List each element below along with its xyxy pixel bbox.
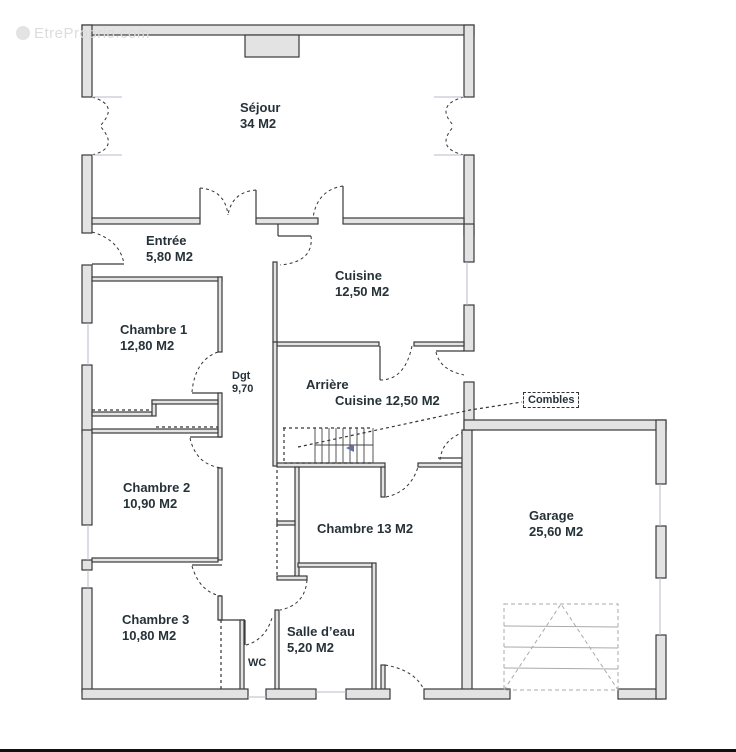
chambre3-walls (81, 565, 273, 700)
room-label-wc: WC (248, 657, 267, 669)
room-label-arriere-cuisine: Arrière (306, 377, 349, 392)
room-label-cuisine: Cuisine 12,50 M2 (335, 268, 390, 299)
combles-annotation: Combles (523, 392, 580, 408)
bottom-border (0, 749, 736, 752)
room-label-salle-eau: Salle d’eau 5,20 M2 (287, 624, 355, 655)
room-label-arriere-cuisine-2: Cuisine 12,50 M2 (335, 393, 440, 408)
room-label-chambre1: Chambre 1 12,80 M2 (120, 322, 188, 353)
room-label-garage: Garage 25,60 M2 (529, 508, 584, 539)
stair-arrow-icon (346, 444, 354, 452)
garage-walls (463, 419, 667, 700)
chambre2-walls (91, 428, 223, 566)
staircase (314, 428, 374, 463)
room-label-sejour: Séjour 34 M2 (240, 100, 281, 131)
chambre1-walls (91, 276, 223, 438)
sejour-openings (91, 96, 465, 266)
sejour-walls (81, 24, 475, 237)
garage-door (503, 603, 619, 691)
room-label-dgt: Dgt 9,70 (232, 370, 254, 395)
watermark: EtreProprio.com (16, 25, 150, 42)
room-label-chambre13: Chambre 13 M2 (317, 521, 414, 536)
entree-walls (81, 231, 125, 693)
room-label-entree: Entrée 5,80 M2 (146, 233, 193, 264)
fireplace (244, 34, 300, 58)
room-label-chambre2: Chambre 2 10,90 M2 (123, 480, 191, 511)
logo-circle-icon (16, 26, 30, 40)
room-label-chambre3: Chambre 3 10,80 M2 (122, 612, 190, 643)
cuisine-walls (272, 223, 475, 352)
